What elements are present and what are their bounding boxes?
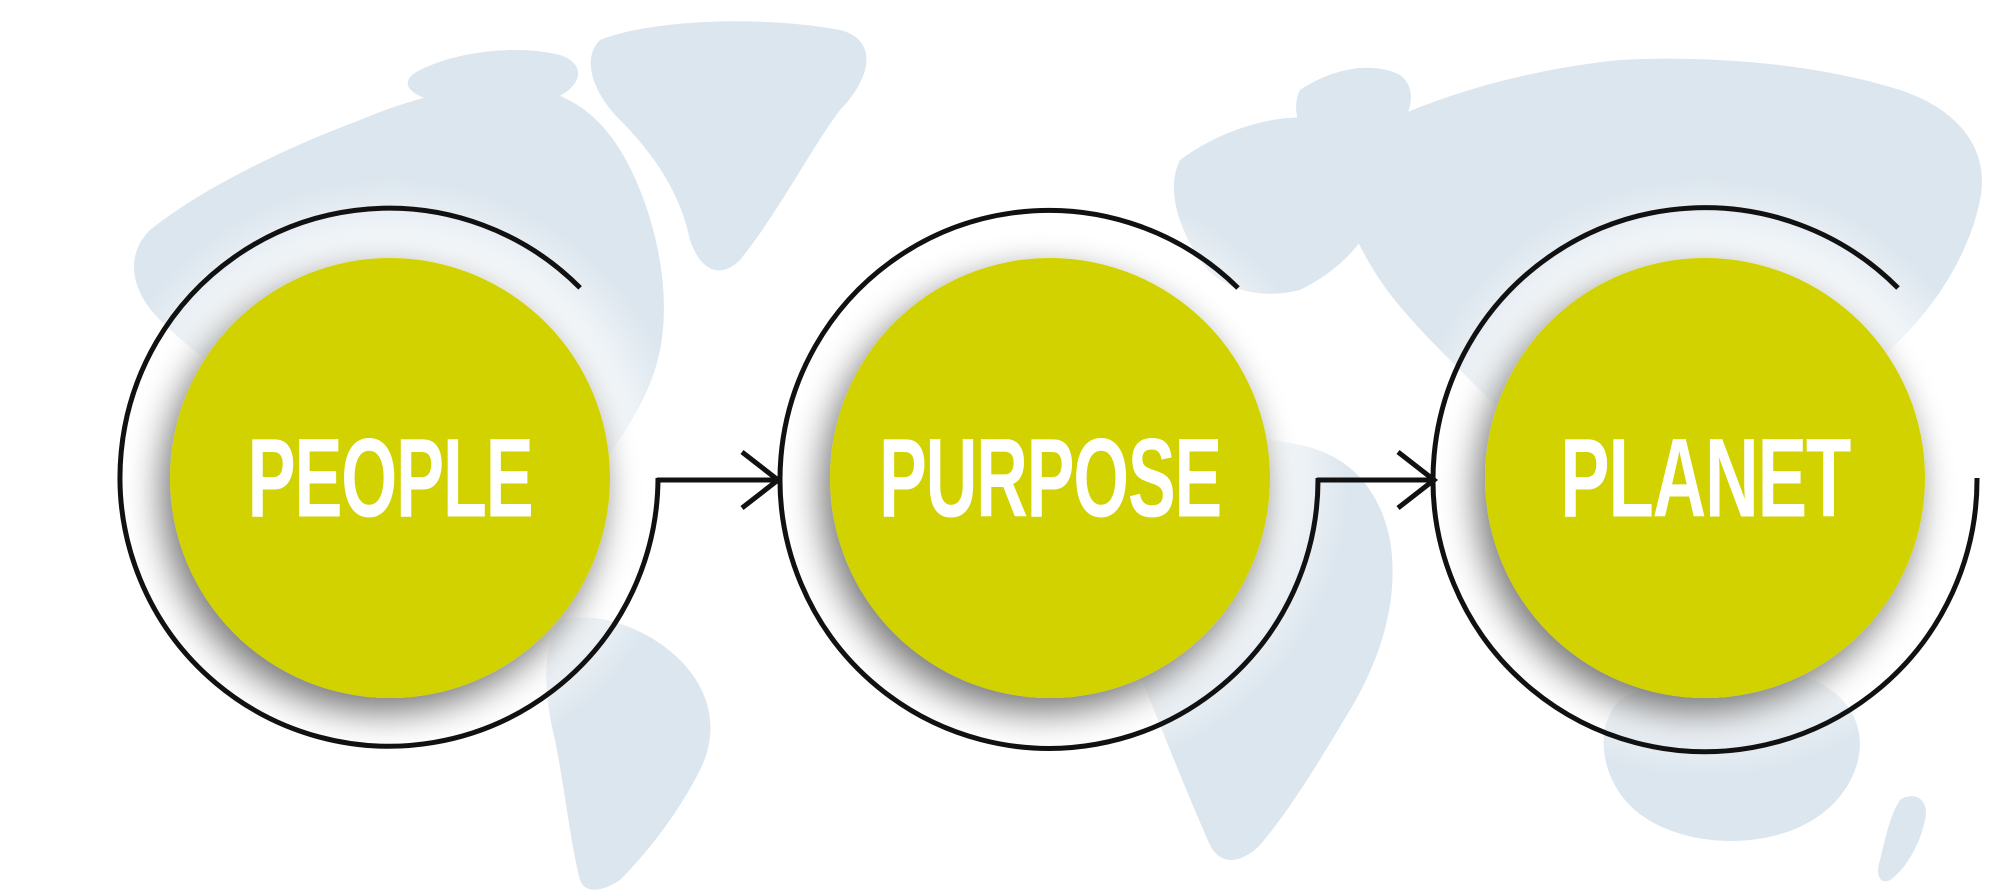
step-ring-arc xyxy=(1430,205,1980,755)
arrow-head-icon xyxy=(1396,450,1439,510)
step-disc xyxy=(830,258,1270,698)
step-label: PEOPLE xyxy=(248,416,533,541)
greenland-shape xyxy=(590,21,867,271)
arctic-islands-shape xyxy=(407,50,579,108)
step-ring-arc xyxy=(777,207,1321,751)
step-disc xyxy=(170,258,610,698)
step-label: PURPOSE xyxy=(879,416,1221,541)
step-people: PEOPLE xyxy=(90,178,690,778)
step-ring-arc xyxy=(117,205,661,749)
new-zealand-shape xyxy=(1878,796,1926,882)
connector-arrow-2 xyxy=(1315,450,1439,510)
step-label: PLANET xyxy=(1560,416,1851,541)
step-disc xyxy=(1485,258,1925,698)
step-planet: PLANET xyxy=(1405,178,1998,778)
connector-arrow-1 xyxy=(655,450,783,510)
arrow-head-icon xyxy=(740,450,783,510)
step-purpose: PURPOSE xyxy=(750,178,1350,778)
